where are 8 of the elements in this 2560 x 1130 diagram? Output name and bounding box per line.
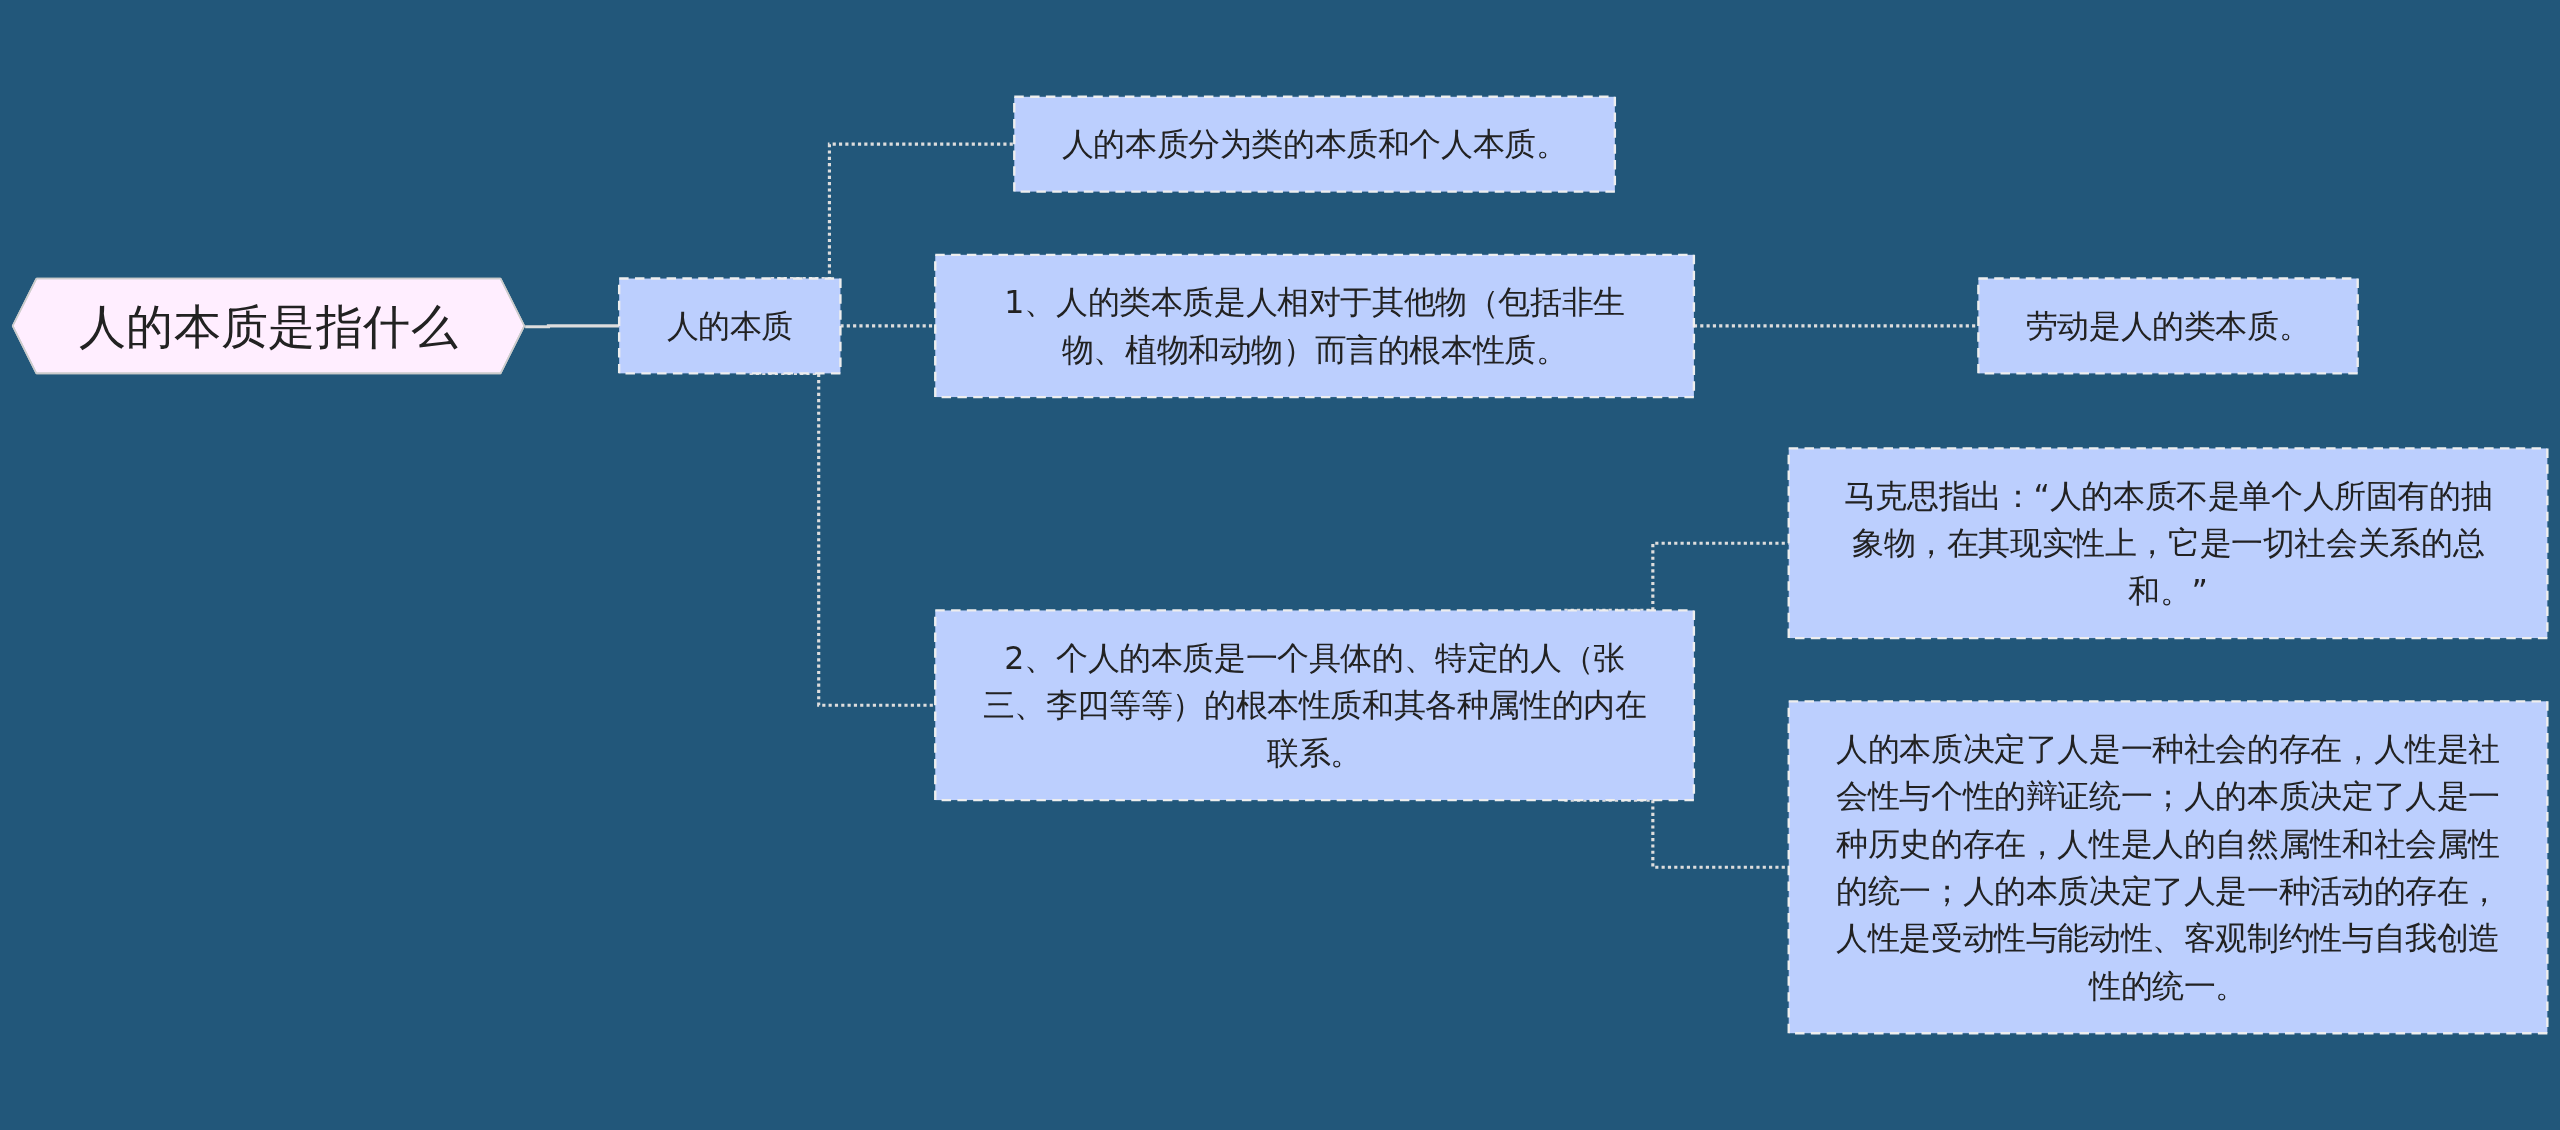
node-box: 马克思指出：“人的本质不是单个人所固有的抽象物，在其现实性上，它是一切社会关系的总和。” — [1787, 447, 2549, 640]
node-box: 人的本质 — [617, 277, 842, 375]
node-box: 2、个人的本质是一个具体的、特定的人（张三、李四等等）的根本性质和其各种属性的内在联系。 — [934, 609, 1696, 802]
node-box: 劳动是人的类本质。 — [1977, 277, 2359, 375]
node-box: 人的本质分为类的本质和个人本质。 — [1013, 95, 1617, 193]
connector — [525, 324, 620, 329]
node-box: 人的本质决定了人是一种社会的存在，人性是社会性与个性的辩证统一；人的本质决定了人是一种历史的存在，人性是人的自然属性和社会属性的统一；人的本质决定了人是一种活动的存在，人性是受动性与能动性、客观制约性与自我创造性的统一。 — [1787, 700, 2549, 1035]
node-box: 1、人的类本质是人相对于其他物（包括非生物、植物和动物）而言的根本性质。 — [934, 253, 1696, 399]
